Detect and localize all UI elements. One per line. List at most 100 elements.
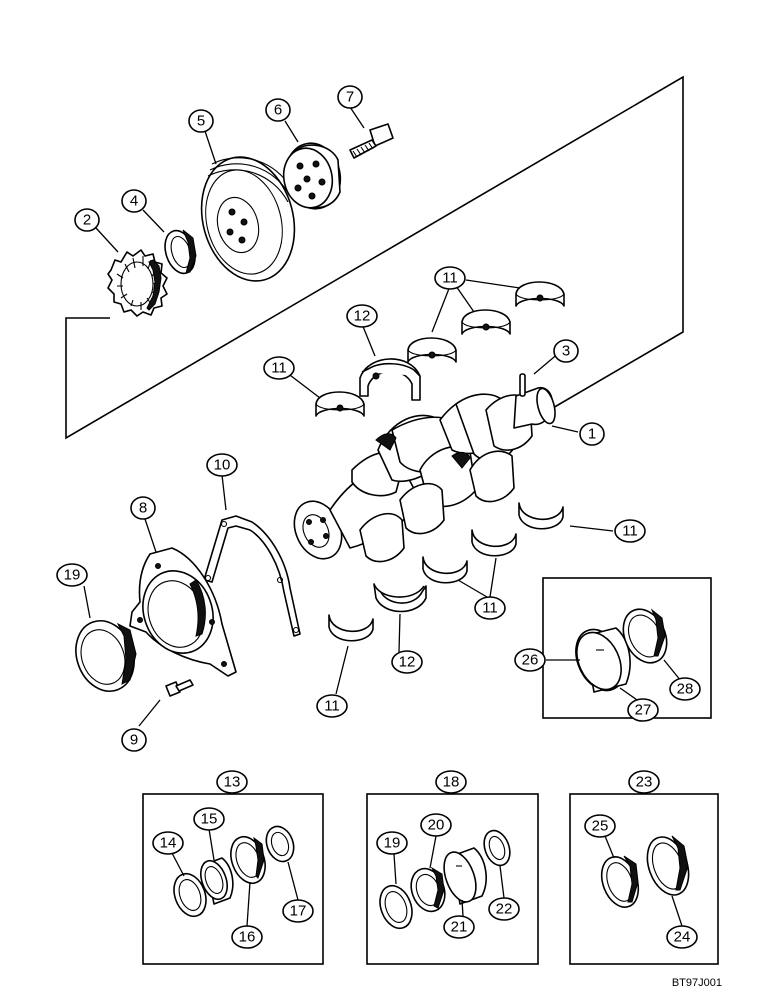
front-seal-part xyxy=(164,229,197,275)
svg-text:16: 16 xyxy=(239,929,256,946)
callout-7: 7 xyxy=(337,85,363,109)
svg-text:10: 10 xyxy=(214,457,231,474)
svg-text:7: 7 xyxy=(346,89,354,106)
kit-box-26 xyxy=(542,577,712,719)
callout-19-box: 19 xyxy=(376,831,408,855)
callout-12-upper: 12 xyxy=(346,304,378,328)
seal-part-28 xyxy=(622,608,668,664)
svg-text:12: 12 xyxy=(399,654,416,671)
svg-text:27: 27 xyxy=(635,702,652,719)
svg-text:18: 18 xyxy=(443,774,460,791)
callout-18: 18 xyxy=(435,770,467,794)
callout-28: 28 xyxy=(669,677,701,701)
upper-thrust-bearing xyxy=(359,358,421,401)
callout-6: 6 xyxy=(265,98,291,122)
housing-bolt-part xyxy=(165,679,194,697)
sleeve-part-21 xyxy=(443,847,487,905)
svg-text:19: 19 xyxy=(64,567,81,584)
callout-11-lower-mid: 11 xyxy=(474,596,506,620)
lower-bearing-shells xyxy=(328,502,564,642)
kit-box-13 xyxy=(142,793,324,965)
callout-20: 20 xyxy=(420,813,452,837)
svg-text:26: 26 xyxy=(522,652,539,669)
callout-3: 3 xyxy=(553,339,579,363)
callout-25: 25 xyxy=(584,814,616,838)
rear-seal-housing-part xyxy=(129,547,237,677)
sleeve-part-15 xyxy=(200,857,234,905)
callout-24: 24 xyxy=(666,925,698,949)
seal-part-14 xyxy=(173,872,207,918)
svg-text:21: 21 xyxy=(451,919,468,936)
seal-part-20 xyxy=(410,866,446,913)
svg-text:11: 11 xyxy=(324,698,340,715)
callout-26: 26 xyxy=(514,648,546,672)
svg-text:23: 23 xyxy=(636,774,653,791)
callout-4: 4 xyxy=(121,189,147,213)
kit-box-23 xyxy=(569,793,719,965)
rear-seal-part xyxy=(75,620,137,692)
svg-text:19: 19 xyxy=(384,835,401,852)
crankshaft-pulley-part xyxy=(200,156,296,282)
seal-part-19 xyxy=(379,884,413,930)
svg-text:5: 5 xyxy=(197,113,205,130)
svg-text:1: 1 xyxy=(588,426,596,443)
callout-labels: 1 2 3 4 5 6 7 8 9 10 11 11 11 11 11 12 1… xyxy=(56,85,701,949)
callout-11-lower-left: 11 xyxy=(316,694,348,718)
svg-text:3: 3 xyxy=(562,343,570,360)
callout-13: 13 xyxy=(216,770,248,794)
callout-12-lower: 12 xyxy=(391,650,423,674)
callout-17: 17 xyxy=(282,899,314,923)
callout-21: 21 xyxy=(443,915,475,939)
svg-text:11: 11 xyxy=(442,270,458,287)
svg-text:25: 25 xyxy=(592,818,609,835)
svg-text:17: 17 xyxy=(290,903,307,920)
svg-text:11: 11 xyxy=(622,523,638,540)
svg-text:11: 11 xyxy=(482,600,498,617)
callout-16: 16 xyxy=(231,925,263,949)
svg-text:20: 20 xyxy=(428,817,445,834)
svg-text:22: 22 xyxy=(496,901,513,918)
svg-text:12: 12 xyxy=(354,308,371,325)
svg-text:13: 13 xyxy=(224,774,241,791)
diagram-code: BT97J001 xyxy=(672,977,722,989)
svg-text:28: 28 xyxy=(677,681,694,698)
svg-text:9: 9 xyxy=(130,732,138,749)
crankshaft-part xyxy=(293,386,556,563)
svg-text:4: 4 xyxy=(130,193,138,210)
svg-text:2: 2 xyxy=(83,212,91,229)
callout-15: 15 xyxy=(193,807,225,831)
callout-19: 19 xyxy=(56,563,88,587)
seal-part-24 xyxy=(646,835,690,896)
kit-box-18 xyxy=(366,793,539,965)
callout-1: 1 xyxy=(579,422,605,446)
callout-2: 2 xyxy=(74,208,100,232)
seal-part-25 xyxy=(600,855,640,908)
ring-part-22 xyxy=(483,829,511,867)
pulley-hub-part xyxy=(282,142,342,210)
callout-8: 8 xyxy=(130,496,156,520)
rear-gasket-part xyxy=(203,515,301,637)
svg-text:24: 24 xyxy=(674,929,691,946)
pulley-bolt-part xyxy=(349,123,394,159)
callout-22: 22 xyxy=(488,897,520,921)
callout-11-upper: 11 xyxy=(434,266,466,290)
ring-part-17 xyxy=(265,825,295,863)
svg-text:6: 6 xyxy=(274,102,282,119)
seal-part-16 xyxy=(230,835,266,885)
leader-lines xyxy=(83,106,683,927)
crankshaft-gear-part xyxy=(107,249,168,317)
callout-14: 14 xyxy=(152,831,184,855)
svg-text:11: 11 xyxy=(271,360,287,377)
svg-text:14: 14 xyxy=(160,835,177,852)
callout-5: 5 xyxy=(188,109,214,133)
callout-23: 23 xyxy=(628,770,660,794)
svg-text:15: 15 xyxy=(201,811,218,828)
callout-11-upper-left: 11 xyxy=(263,356,295,380)
front-group-frame xyxy=(65,75,684,440)
callout-9: 9 xyxy=(121,728,147,752)
dowel-pin-part xyxy=(519,373,526,397)
callout-10: 10 xyxy=(206,453,238,477)
sleeve-part-27 xyxy=(575,627,631,693)
